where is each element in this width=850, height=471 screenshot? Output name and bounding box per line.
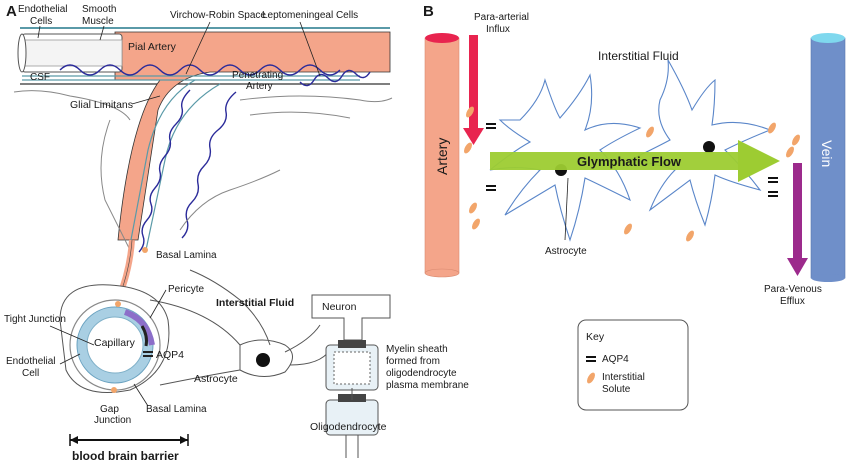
bbb-bracket	[69, 434, 189, 446]
interstitial-solutes	[464, 106, 800, 242]
astrocyte-nucleus	[256, 353, 270, 367]
artery-cylinder	[424, 33, 460, 278]
label-para-venous-2: Efflux	[780, 296, 805, 307]
aqp4-marks	[486, 123, 778, 197]
label-oligodendrocyte: Oligodendrocyte	[310, 421, 387, 433]
csf-wave	[59, 64, 341, 76]
label-endothelial-cell-2: Cell	[22, 368, 39, 379]
label-endothelial-cells-1: Endothelial	[18, 4, 67, 15]
astrocytes	[489, 59, 772, 242]
capillary-complex	[59, 269, 331, 393]
influx-arrow	[463, 35, 484, 145]
neuron-structure	[311, 294, 391, 458]
label-endothelial-cells-2: Cells	[30, 16, 52, 27]
label-penetrating-1: Penetrating	[232, 70, 283, 81]
label-aqp4-a: AQP4	[156, 349, 184, 361]
label-penetrating-2: Artery	[246, 81, 273, 92]
panel-a-letter: A	[6, 3, 17, 20]
label-myelin-1: Myelin sheath	[386, 344, 448, 355]
label-vein: Vein	[819, 140, 835, 167]
glymphatic-arrow	[490, 140, 780, 182]
label-myelin-2: formed from	[386, 356, 440, 367]
label-gap-junction-1: Gap	[100, 404, 119, 415]
label-interstitial-fluid-a: Interstitial Fluid	[216, 297, 294, 309]
efflux-arrow	[787, 163, 808, 276]
label-astrocyte-b: Astrocyte	[545, 246, 587, 257]
key-title: Key	[586, 331, 605, 343]
label-pial-artery: Pial Artery	[128, 41, 177, 53]
label-glymphatic-flow: Glymphatic Flow	[577, 154, 682, 169]
label-bbb: blood brain barrier	[72, 449, 179, 463]
label-neuron: Neuron	[322, 301, 357, 313]
label-capillary: Capillary	[94, 337, 136, 349]
label-endothelial-cell-1: Endothelial	[6, 356, 55, 367]
key-solute-1: Interstitial	[602, 372, 645, 383]
pericyte	[123, 309, 155, 346]
label-leptomeningeal: Leptomeningeal Cells	[262, 10, 358, 21]
pial-artery-structure	[13, 27, 393, 302]
astrocyte-nucleus-2	[703, 141, 715, 153]
label-basal-lamina-bottom: Basal Lamina	[146, 404, 207, 415]
label-artery: Artery	[434, 138, 450, 175]
label-pericyte: Pericyte	[168, 284, 205, 295]
pial-artery	[114, 31, 391, 241]
label-basal-lamina-top: Basal Lamina	[156, 250, 217, 261]
label-myelin-3: oligodendrocyte	[386, 368, 457, 379]
label-para-arterial-2: Influx	[486, 24, 510, 35]
label-myelin-4: plasma membrane	[386, 380, 469, 391]
label-virchow-robin: Virchow-Robin Space	[170, 10, 266, 21]
label-glial-limitans: Glial Limitans	[70, 99, 133, 111]
vein-cylinder	[810, 33, 846, 282]
label-interstitial-fluid-b: Interstitial Fluid	[598, 49, 679, 63]
key-box	[577, 319, 689, 411]
label-smooth-muscle-1: Smooth	[82, 4, 116, 15]
label-csf: CSF	[30, 72, 50, 83]
label-gap-junction-2: Junction	[94, 415, 131, 426]
label-astrocyte-a: Astrocyte	[194, 373, 238, 385]
label-para-arterial-1: Para-arterial	[474, 12, 529, 23]
key-solute-2: Solute	[602, 384, 631, 395]
capillary-lumen	[86, 316, 144, 374]
label-smooth-muscle-2: Muscle	[82, 16, 114, 27]
key-aqp4: AQP4	[602, 354, 629, 365]
label-tight-junction: Tight Junction	[4, 314, 66, 325]
label-para-venous-1: Para-Venous	[764, 284, 822, 295]
panel-b-letter: B	[423, 3, 434, 20]
